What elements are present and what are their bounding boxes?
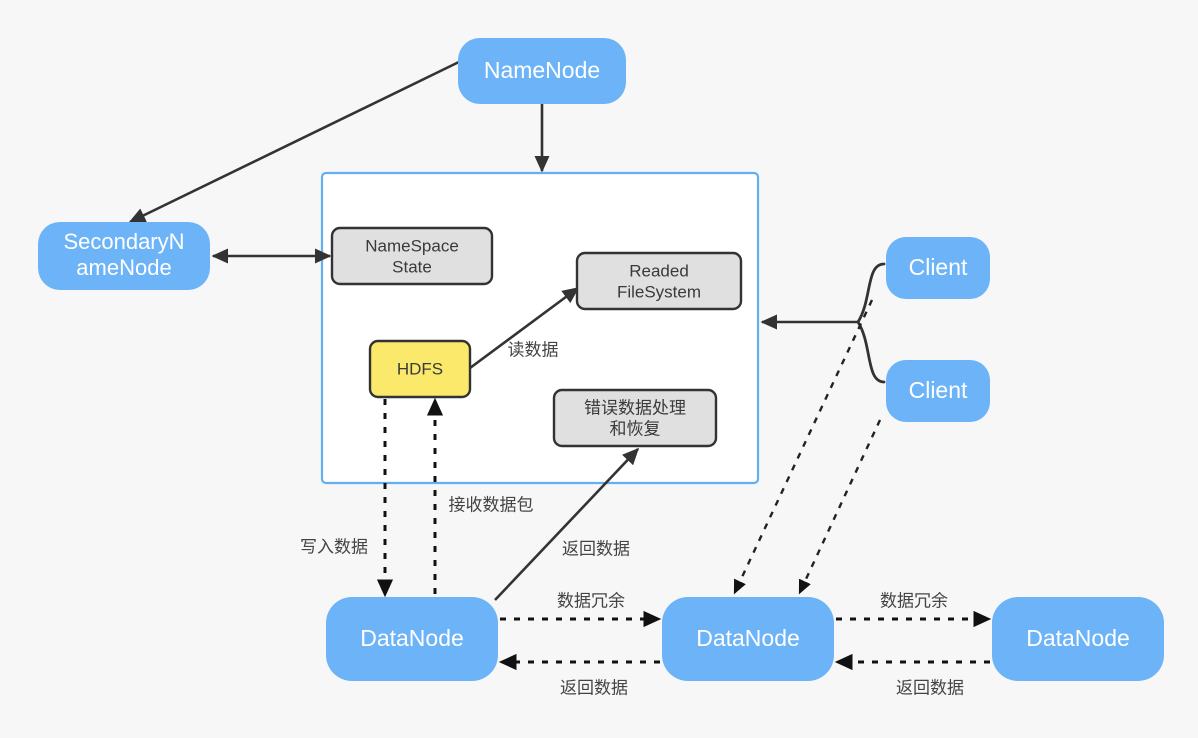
node-datanode-1-label: DataNode (360, 625, 464, 651)
namespace-state-box[interactable]: NameSpace State (330, 226, 494, 286)
node-datanode-1-shape (326, 597, 498, 681)
edge-label-redundancy-1: 数据冗余 (557, 591, 625, 610)
clients-brace-connector (856, 262, 886, 384)
node-client-top-shape (886, 237, 990, 299)
edge-client-bottom-to-datanode2 (798, 419, 882, 595)
edge-label-return-data-1: 返回数据 (560, 678, 628, 697)
node-namenode-label: NameNode (484, 57, 600, 83)
readed-filesystem-label-line2: FileSystem (617, 282, 701, 301)
node-namenode[interactable]: NameNode (458, 38, 626, 104)
error-recovery-box-shape (552, 388, 718, 448)
node-datanode-2-label: DataNode (696, 625, 800, 651)
namespace-state-box-shape (330, 226, 494, 286)
error-recovery-box[interactable]: 错误数据处理 和恢复 (552, 388, 718, 448)
edge-label-return-data-2: 返回数据 (896, 678, 964, 697)
node-datanode-3[interactable]: DataNode (992, 597, 1164, 681)
readed-filesystem-label-line1: Readed (629, 261, 689, 280)
node-client-top[interactable]: Client (886, 237, 990, 299)
node-datanode-2[interactable]: DataNode (662, 597, 834, 681)
namespace-state-label-line1: NameSpace (365, 236, 459, 255)
node-datanode-3-shape (992, 597, 1164, 681)
error-recovery-label-line1: 错误数据处理 (584, 398, 686, 417)
edge-label-redundancy-2: 数据冗余 (880, 591, 948, 610)
hdfs-label: HDFS (397, 359, 443, 378)
edge-label-receive-packet: 接收数据包 (449, 495, 534, 514)
hdfs-box[interactable]: HDFS (368, 339, 472, 399)
edge-client-top-to-datanode2 (733, 299, 874, 595)
readed-filesystem-box[interactable]: Readed FileSystem (575, 251, 743, 311)
node-secondary-namenode[interactable]: SecondaryN ameNode (38, 222, 210, 290)
node-namenode-shape (458, 38, 626, 104)
namespace-state-label-line2: State (392, 257, 432, 276)
hdfs-box-shape (368, 339, 472, 399)
node-secondary-namenode-label-line1: SecondaryN (63, 229, 184, 254)
node-datanode-1[interactable]: DataNode (326, 597, 498, 681)
node-secondary-namenode-label-line2: ameNode (76, 255, 171, 280)
node-client-bottom[interactable]: Client (886, 360, 990, 422)
node-secondary-namenode-shape (38, 222, 210, 290)
edge-label-return-data-left: 返回数据 (562, 539, 630, 558)
node-client-top-label: Client (909, 254, 968, 280)
edge-hdfs-to-readed-filesystem (469, 286, 580, 370)
error-recovery-label-line2: 和恢复 (610, 419, 661, 438)
edge-namenode-to-secondary-namenode (128, 58, 464, 224)
edge-label-write-data: 写入数据 (300, 537, 368, 556)
edge-datanode1-to-error-recovery (494, 447, 640, 601)
node-client-bottom-label: Client (909, 377, 968, 403)
node-datanode-3-label: DataNode (1026, 625, 1130, 651)
node-datanode-2-shape (662, 597, 834, 681)
node-client-bottom-shape (886, 360, 990, 422)
readed-filesystem-box-shape (575, 251, 743, 311)
edge-label-read-data: 读数据 (508, 340, 559, 359)
